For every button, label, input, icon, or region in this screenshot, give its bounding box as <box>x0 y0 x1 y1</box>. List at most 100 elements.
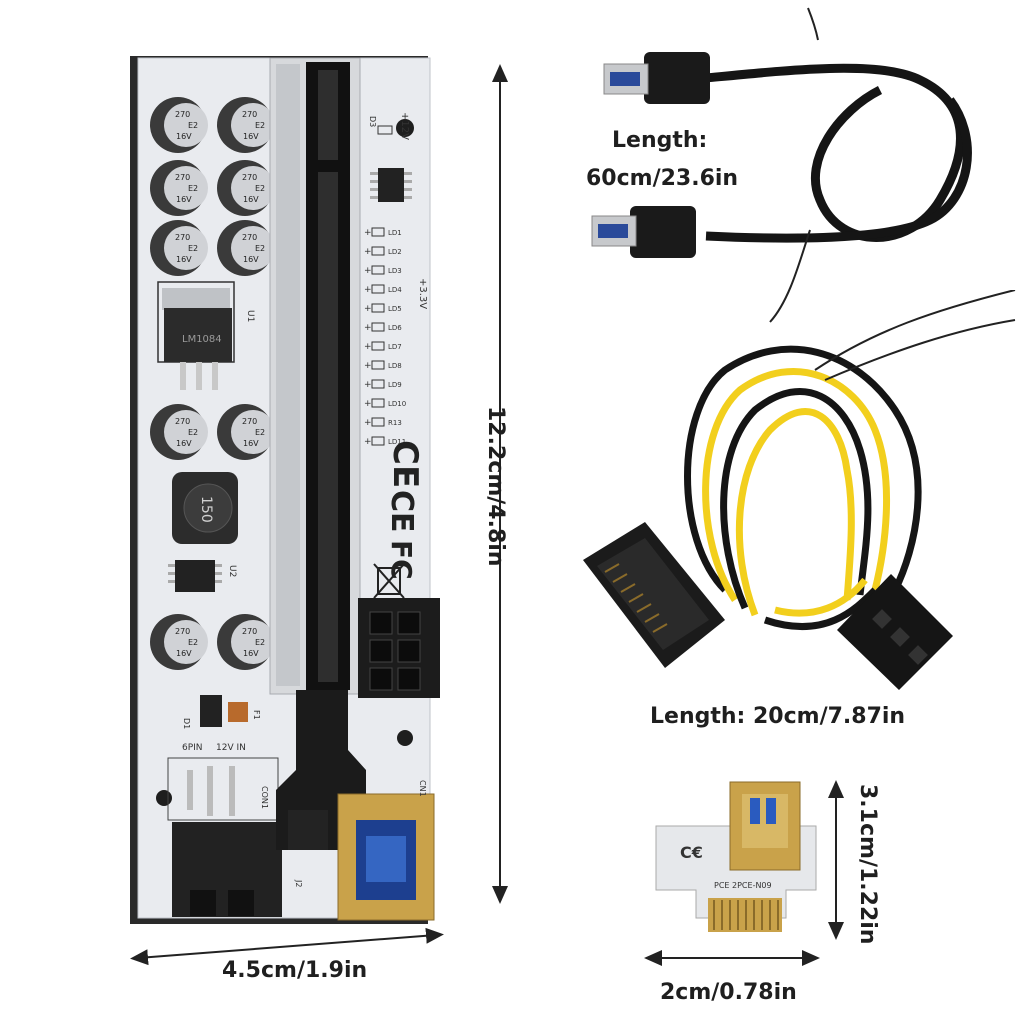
svg-text:16V: 16V <box>243 195 259 204</box>
led-2 <box>371 246 385 256</box>
svg-text:E2: E2 <box>255 121 265 130</box>
riser-board: 270 E2 16V 270 E2 16V 270 E2 16V 270 E2 … <box>130 56 440 924</box>
6pin-pcie-plug <box>837 574 953 690</box>
led-label: LD11 <box>388 438 406 446</box>
switch-chip: U2 <box>168 560 237 592</box>
usb-plug-bottom <box>591 206 696 258</box>
board-height-label: 12.2cm/4.8in <box>483 406 508 567</box>
led-5 <box>371 303 385 313</box>
usb-plug-top <box>603 52 710 104</box>
led-indicators: +LD1+LD2+LD3+LD4+LD5+LD6+LD7+LD8+LD9+LD1… <box>364 227 406 447</box>
led-label: LD1 <box>388 229 402 237</box>
svg-text:270: 270 <box>175 233 190 242</box>
small-width-label: 2cm/0.78in <box>660 980 797 1005</box>
svg-text:16V: 16V <box>176 132 192 141</box>
fcc-mark: FC <box>385 540 418 580</box>
svg-text:16V: 16V <box>243 255 259 264</box>
svg-text:270: 270 <box>175 417 190 426</box>
usb-length-label: Length: <box>612 128 708 153</box>
svg-text:6PIN: 6PIN <box>182 743 203 753</box>
svg-text:E2: E2 <box>188 638 198 647</box>
led-8 <box>371 360 385 370</box>
svg-text:D3: D3 <box>368 116 377 127</box>
cap-text: 270 <box>175 110 190 119</box>
led-label: R13 <box>388 419 402 427</box>
led-1 <box>371 227 385 237</box>
led-label: LD3 <box>388 267 402 275</box>
led-plus-sign: + <box>364 361 372 371</box>
ce-mark-2: CE <box>384 490 419 533</box>
svg-text:E2: E2 <box>188 121 198 130</box>
svg-text:F1: F1 <box>252 710 261 720</box>
svg-text:U1: U1 <box>245 310 255 322</box>
svg-text:16V: 16V <box>176 439 192 448</box>
led-plus-sign: + <box>364 304 372 314</box>
led-label: LD6 <box>388 324 402 332</box>
svg-text:E2: E2 <box>188 244 198 253</box>
led-label: LD4 <box>388 286 402 294</box>
sop8-chip <box>370 168 412 202</box>
svg-text:U2: U2 <box>227 565 237 577</box>
usb-cable <box>591 7 972 323</box>
regulator-chip: LM1084 U1 <box>157 281 255 390</box>
fuse <box>228 702 248 722</box>
svg-text:16V: 16V <box>243 649 259 658</box>
svg-text:CON1: CON1 <box>260 786 269 809</box>
svg-text:270: 270 <box>242 627 257 636</box>
svg-text:E2: E2 <box>255 428 265 437</box>
svg-text:270: 270 <box>242 110 257 119</box>
sata-power-cable <box>583 290 1016 690</box>
capacitor-group-top: 270 E2 16V 270 E2 16V 270 E2 16V 270 E2 … <box>150 97 275 276</box>
svg-text:E2: E2 <box>255 638 265 647</box>
svg-text:+12V: +12V <box>399 112 410 140</box>
weee-icon <box>373 563 405 599</box>
svg-text:16V: 16V <box>243 439 259 448</box>
led-plus-sign: + <box>364 228 372 238</box>
svg-text:16V: 16V <box>243 132 259 141</box>
led-7 <box>371 341 385 351</box>
led-label: LD7 <box>388 343 402 351</box>
svg-text:150: 150 <box>198 496 214 523</box>
6pin-power-input: CON1 J2 <box>167 757 303 917</box>
ce-mark: CE <box>385 440 425 488</box>
svg-text:E2: E2 <box>255 184 265 193</box>
led-plus-sign: + <box>364 437 372 447</box>
led-label: LD2 <box>388 248 402 256</box>
svg-text:D1: D1 <box>182 718 191 729</box>
led-plus-sign: + <box>364 342 372 352</box>
svg-text:LM1084: LM1084 <box>182 334 222 345</box>
pcie-x1-adapter: C€ PCE 2PCE-N09 <box>655 781 817 932</box>
svg-text:E2: E2 <box>188 428 198 437</box>
svg-text:270: 270 <box>175 173 190 182</box>
led-plus-sign: + <box>364 266 372 276</box>
led-plus-sign: + <box>364 247 372 257</box>
led-12 <box>371 436 385 446</box>
svg-text:270: 270 <box>242 233 257 242</box>
svg-text:J2: J2 <box>294 879 303 887</box>
capacitor-group-bottom: 270 E2 16V 270 E2 16V <box>150 614 275 670</box>
svg-text:16V: 16V <box>176 649 192 658</box>
power-cable-length: Length: 20cm/7.87in <box>650 704 906 729</box>
svg-text:270: 270 <box>242 417 257 426</box>
led-plus-sign: + <box>364 418 372 428</box>
svg-text:E2: E2 <box>188 184 198 193</box>
led-11 <box>371 417 385 427</box>
led-4 <box>371 284 385 294</box>
inductor: 150 <box>172 472 238 544</box>
led-plus-sign: + <box>364 323 372 333</box>
svg-text:12V IN: 12V IN <box>216 743 246 753</box>
svg-text:16V: 16V <box>176 195 192 204</box>
small-height-label: 3.1cm/1.22in <box>855 784 880 945</box>
led-label: LD9 <box>388 381 402 389</box>
svg-text:C€: C€ <box>680 843 703 862</box>
svg-text:+3.3V: +3.3V <box>417 278 428 309</box>
usb3-port: CN1 <box>337 780 435 921</box>
6pin-power-socket <box>358 598 440 698</box>
led-plus-sign: + <box>364 399 372 409</box>
led-10 <box>371 398 385 408</box>
led-plus-sign: + <box>364 380 372 390</box>
led-3 <box>371 265 385 275</box>
svg-text:CN1: CN1 <box>418 780 427 797</box>
diode <box>200 695 222 727</box>
led-6 <box>371 322 385 332</box>
